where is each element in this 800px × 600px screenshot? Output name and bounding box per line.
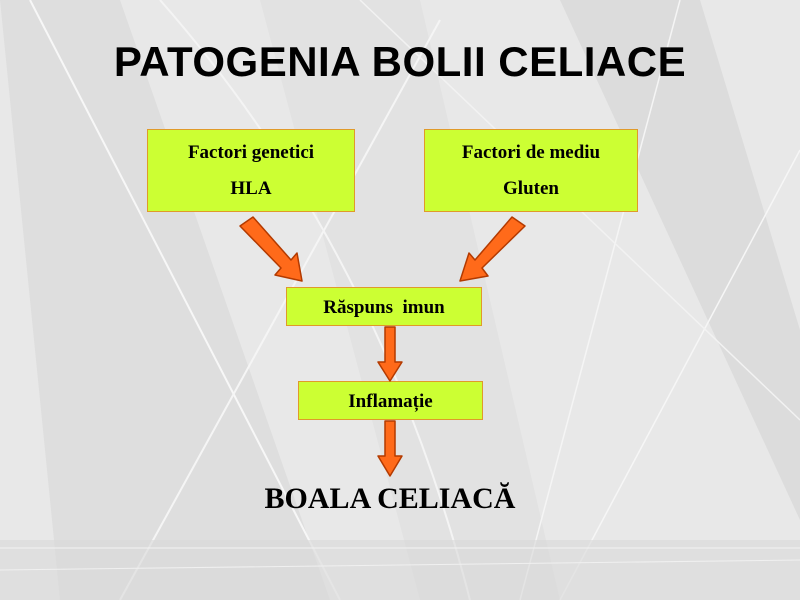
genetic-factors-label: Factori genetici (187, 142, 315, 163)
environment-factors-detail: Gluten (503, 178, 559, 199)
result-label: BOALA CELIACĂ (264, 482, 516, 515)
slide-title: PATOGENIA BOLII CELIACE (113, 38, 687, 85)
environment-factors-box: Factori de mediu Gluten (424, 129, 638, 212)
genetic-factors-box: Factori genetici HLA (147, 129, 355, 212)
genetic-factors-detail: HLA (230, 178, 272, 199)
inflammation-box: Inflamație (298, 381, 483, 420)
environment-factors-label: Factori de mediu (461, 142, 601, 163)
immune-response-box: Răspuns imun (286, 287, 482, 326)
